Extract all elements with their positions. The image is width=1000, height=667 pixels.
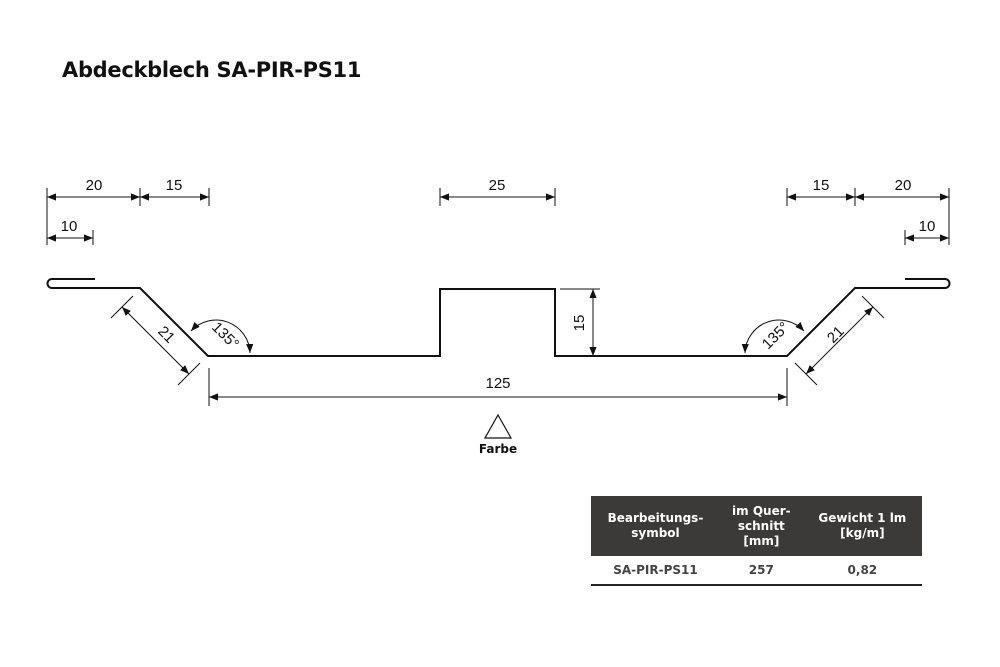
- dim-left-10: 10: [61, 218, 78, 235]
- header-cross-section: im Quer-schnitt[mm]: [719, 496, 803, 556]
- dim-center-25: 25: [489, 177, 506, 194]
- sheet-profile: [46, 278, 951, 357]
- dim-height-15: 15: [571, 315, 588, 332]
- color-side-triangle: [483, 413, 513, 439]
- header-processing-symbol: Bearbeitungs-symbol: [591, 496, 720, 556]
- dim-left-15: 15: [166, 177, 183, 194]
- spec-table: Bearbeitungs-symbol im Quer-schnitt[mm] …: [591, 496, 922, 586]
- header-weight: Gewicht 1 lm[kg/m]: [802, 496, 922, 556]
- dim-left-20: 20: [86, 177, 103, 194]
- drawing-title: Abdeckblech SA-PIR-PS11: [62, 58, 362, 82]
- dim-right-20: 20: [895, 177, 912, 194]
- angle-left-135: 135°: [208, 319, 242, 353]
- dim-right-slope-21: 21: [824, 323, 848, 347]
- dim-bottom-125: 125: [485, 375, 510, 392]
- cell-cross-section: 257: [719, 556, 803, 586]
- table-header-row: Bearbeitungs-symbol im Quer-schnitt[mm] …: [591, 496, 922, 556]
- dim-right-15: 15: [813, 177, 830, 194]
- color-side-label: Farbe: [479, 442, 517, 456]
- dim-right-10: 10: [919, 218, 936, 235]
- cell-weight: 0,82: [802, 556, 922, 586]
- table-row: SA-PIR-PS11 257 0,82: [591, 556, 922, 586]
- cell-symbol: SA-PIR-PS11: [591, 556, 720, 586]
